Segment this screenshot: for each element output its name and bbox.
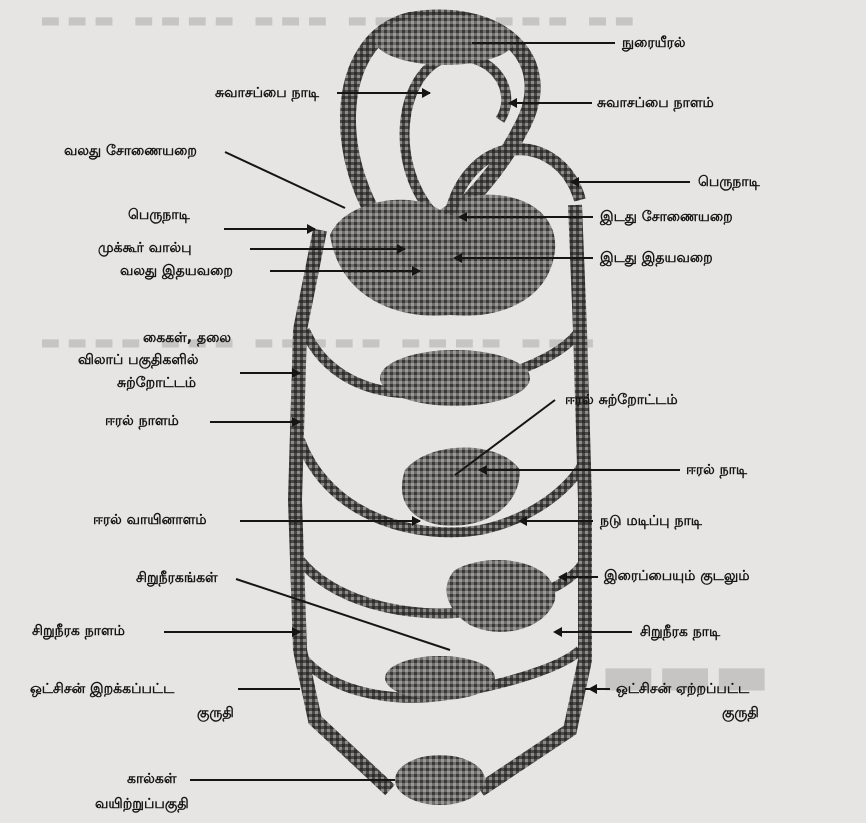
- arrow-1: [422, 88, 431, 98]
- label-lung: நுரையீரல்: [622, 34, 685, 52]
- label-legs: கால்கள்: [127, 770, 176, 788]
- kidney: [385, 656, 495, 700]
- label-renal-vein: சிறுநீரக நாளம்: [32, 622, 125, 640]
- label-kidneys: சிறுநீரகங்கள்: [136, 569, 218, 587]
- legs-abdomen-tissue: [395, 755, 485, 805]
- label-left-ventricle: இடது இதயவறை: [600, 249, 713, 267]
- lung-mass: [375, 15, 515, 65]
- label-abdomen: வயிற்றுப்பகுதி: [95, 795, 189, 813]
- stomach-intestine: [447, 560, 556, 632]
- label-aorta-right: பெருநாடி: [698, 173, 760, 191]
- label-hepatic-vein: ஈரல் நாளம்: [105, 412, 179, 430]
- label-head-arms-2: விலாப் பகுதிகளில்: [78, 351, 198, 369]
- leader-right-atrium: [225, 152, 345, 208]
- label-hepatic-portal-vein: ஈரல் வாயினாளம்: [93, 511, 206, 529]
- label-stomach-intestine: இரைப்பையும் குடலும்: [604, 567, 750, 585]
- label-hepatic-artery: ஈரல் நாடி: [686, 461, 747, 479]
- label-oxygenated-2: குருதி: [722, 704, 759, 722]
- label-deoxygenated-1: ஒட்சிசன் இறக்கப்பட்ட: [30, 680, 174, 698]
- label-head-arms-1: கைகள், தலை: [143, 329, 231, 347]
- label-deoxygenated-2: குருதி: [197, 704, 234, 722]
- liver: [402, 448, 520, 526]
- label-pulmonary-artery: சுவாசப்பை நாடி: [215, 84, 319, 102]
- label-aorta-left: பெருநாடி: [128, 206, 190, 224]
- label-right-ventricle: வலது இதயவறை: [120, 262, 233, 280]
- label-mesenteric-artery: நடு மடிப்பு நாடி: [600, 512, 702, 530]
- label-renal-artery: சிறுநீரக நாடி: [640, 623, 720, 641]
- heart: [330, 195, 555, 316]
- label-pulmonary-vein: சுவாசப்பை நாளம்: [597, 94, 714, 112]
- label-liver-circulation: ஈரல் சுற்றோட்டம்: [565, 391, 678, 409]
- label-head-arms-3: சுற்றோட்டம்: [117, 374, 196, 392]
- arrow-17: [588, 684, 597, 694]
- head-arms-tissue: [380, 350, 530, 406]
- label-right-atrium: வலது சோணையறை: [64, 142, 197, 160]
- label-left-atrium: இடது சோணையறை: [600, 208, 733, 226]
- label-oxygenated-1: ஒட்சிசன் ஏற்றப்பட்ட: [616, 680, 749, 698]
- label-tricuspid-valve: முக்கூர் வால்பு: [98, 239, 191, 257]
- vena-cava-left: [295, 230, 390, 790]
- arrow-16: [553, 627, 562, 637]
